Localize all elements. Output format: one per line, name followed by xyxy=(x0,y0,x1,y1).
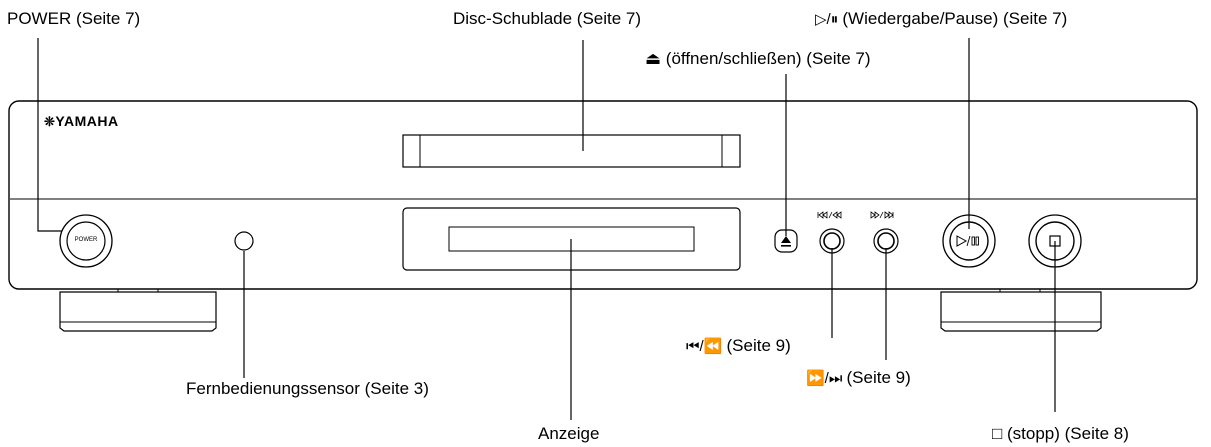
skip-forward-button-icons xyxy=(870,211,894,219)
leader-lines xyxy=(37,38,1056,420)
skip-back-button-icons xyxy=(817,211,842,219)
brand-logo: ❊YAMAHA xyxy=(44,113,119,129)
callout-stop: □ (stopp) (Seite 8) xyxy=(992,424,1129,443)
right-foot xyxy=(940,287,1102,332)
play-pause-icon xyxy=(956,235,979,247)
power-button[interactable] xyxy=(59,214,113,268)
remote-sensor xyxy=(234,231,254,251)
skip-back-button[interactable] xyxy=(819,228,845,254)
callout-skip-back: ⏮/⏪ (Seite 9) xyxy=(686,336,791,355)
eject-symbol-icon: ⏏ xyxy=(645,49,666,68)
power-button-label: POWER xyxy=(74,237,98,243)
stop-symbol-icon: □ xyxy=(992,424,1007,443)
callout-display: Anzeige xyxy=(538,424,600,443)
callout-skip-forward: ⏩/⏭ (Seite 9) xyxy=(806,368,911,387)
skip-forward-symbol-icon: ⏩/⏭ xyxy=(806,370,847,387)
disc-tray xyxy=(402,134,741,168)
play-pause-symbol-icon: ▷/⏸ xyxy=(815,11,843,28)
eject-button[interactable] xyxy=(774,229,798,253)
play-pause-button[interactable] xyxy=(942,214,996,268)
yamaha-tuning-fork-icon: ❊ xyxy=(44,114,56,129)
eject-icon xyxy=(781,236,791,247)
callout-power: POWER (Seite 7) xyxy=(7,9,141,28)
leader-power xyxy=(37,38,62,232)
callout-remote-sensor: Fernbedienungssensor (Seite 3) xyxy=(186,379,429,398)
callout-disc-tray: Disc-Schublade (Seite 7) xyxy=(453,9,642,28)
callout-play-pause: ▷/⏸ (Wiedergabe/Pause) (Seite 7) xyxy=(815,9,1068,28)
skip-back-symbol-icon: ⏮/⏪ xyxy=(686,338,727,355)
left-foot xyxy=(59,287,217,332)
player-body xyxy=(8,100,1198,290)
callout-eject: ⏏ (öffnen/schließen) (Seite 7) xyxy=(645,49,871,68)
